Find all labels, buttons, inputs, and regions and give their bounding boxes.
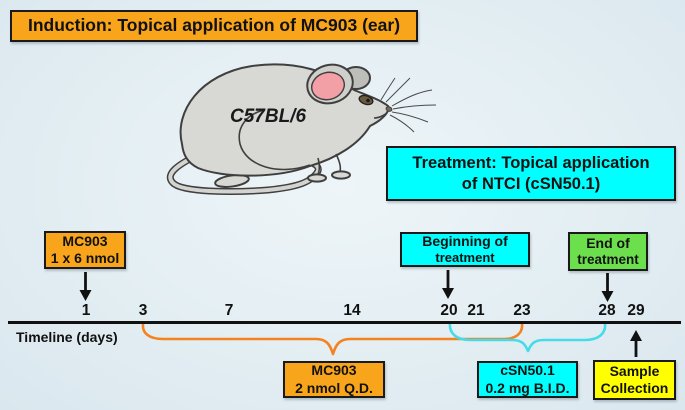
- mouse-ear: [306, 63, 354, 105]
- induction-period-brace: [141, 322, 524, 356]
- end-line2: treatment: [577, 251, 639, 267]
- mc903-daily-dose-box: MC903 2 nmol Q.D.: [283, 361, 385, 398]
- day-label-21: 21: [467, 302, 485, 319]
- treatment-period-brace: [448, 321, 607, 353]
- mc903-daily-line1: MC903: [311, 362, 357, 379]
- sample-line2: Collection: [600, 380, 669, 396]
- day-label-20: 20: [440, 302, 458, 319]
- mc903-induction-line1: MC903: [62, 232, 108, 249]
- mouse-tail: [166, 148, 322, 196]
- arrow-sample-collection: [630, 330, 642, 357]
- beginning-line2: treatment: [435, 250, 495, 266]
- treatment-banner: Treatment: Topical application of NTCI (…: [386, 146, 676, 201]
- day-label-7: 7: [224, 302, 234, 319]
- csn50-dose-box: cSN50.1 0.2 mg B.I.D.: [477, 361, 578, 398]
- mouse-strain-label: C57BL/6: [230, 106, 306, 127]
- timeline-axis-label: Timeline (days): [16, 329, 118, 345]
- mc903-daily-line2: 2 nmol Q.D.: [295, 379, 373, 396]
- mouse-front-foot: [307, 173, 327, 183]
- beginning-of-treatment-box: Beginning of treatment: [400, 232, 530, 267]
- arrow-treatment-end: [601, 273, 614, 302]
- day-label-29: 29: [627, 302, 645, 319]
- csn50-line2: 0.2 mg B.I.D.: [485, 379, 570, 396]
- mc903-induction-line2: 1 x 6 nmol: [50, 250, 120, 266]
- day-label-3: 3: [138, 302, 148, 319]
- sample-line1: Sample: [609, 362, 660, 379]
- induction-banner: Induction: Topical application of MC903 …: [10, 10, 418, 42]
- mouse-front-foot-2: [331, 170, 351, 180]
- end-of-treatment-box: End of treatment: [568, 232, 648, 271]
- mouse-mouth: [373, 112, 388, 119]
- mc903-induction-box: MC903 1 x 6 nmol: [44, 231, 126, 269]
- treatment-banner-line1: Treatment: Topical application: [412, 154, 650, 173]
- arrow-day1: [79, 272, 92, 301]
- arrow-treatment-start: [442, 270, 454, 299]
- end-line1: End of: [586, 234, 630, 251]
- day-label-23: 23: [513, 302, 531, 319]
- treatment-banner-line2: of NTCI (cSN50.1): [461, 174, 601, 193]
- day-label-28: 28: [598, 302, 616, 319]
- day-label-1: 1: [81, 302, 91, 319]
- sample-collection-box: Sample Collection: [593, 360, 676, 400]
- timeline-axis: [8, 321, 681, 324]
- induction-banner-text: Induction: Topical application of MC903 …: [27, 15, 401, 36]
- mouse-haunch-line: [238, 109, 311, 171]
- mouse-whiskers: [380, 77, 437, 133]
- mouse-illustration: C57BL/6: [166, 63, 437, 196]
- day-label-14: 14: [343, 302, 361, 319]
- csn50-line1: cSN50.1: [500, 362, 555, 379]
- beginning-line1: Beginning of: [422, 233, 508, 250]
- mouse-nose: [385, 106, 393, 112]
- mouse-eye: [358, 94, 374, 106]
